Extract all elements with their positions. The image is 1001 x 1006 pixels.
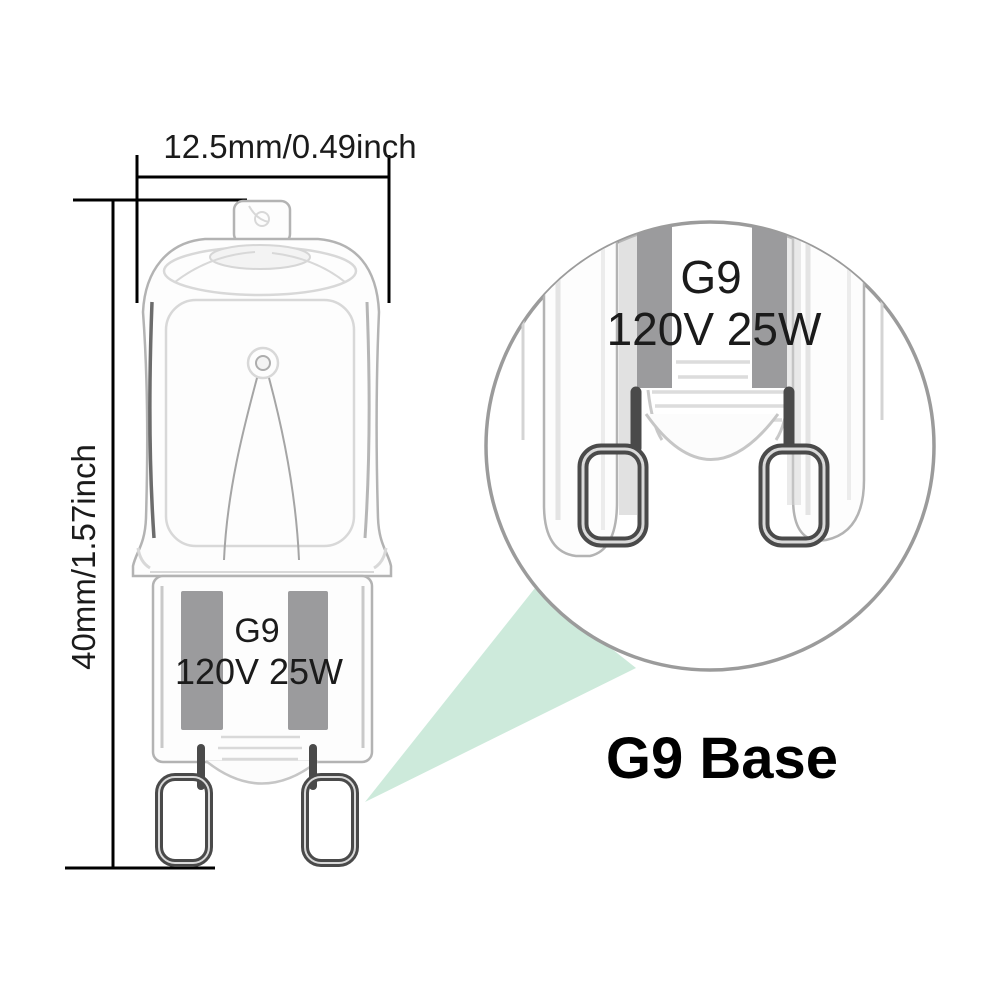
inset-marking-specs: 120V 25W: [607, 303, 822, 355]
width-dimension-label: 12.5mm/0.49inch: [163, 128, 416, 165]
pin-left: [155, 744, 213, 867]
pin-right: [301, 744, 359, 867]
inset-pin-left-loop-highlight: [581, 447, 645, 544]
height-dimension: 40mm/1.57inch: [65, 198, 247, 870]
inset-electrode-left: [637, 222, 672, 388]
capsule-inner-wall: [164, 298, 356, 548]
base-bottom-dome: [205, 760, 319, 785]
base-caption: G9 Base: [606, 726, 838, 791]
inset-content: G9 120V 25W: [521, 222, 884, 558]
capsule-edge-right: [363, 301, 371, 539]
dome-swirl-right: [271, 252, 346, 283]
bulb-capsule: [131, 237, 393, 578]
filament-dimple-inner: [255, 355, 271, 371]
bulb-marking-specs: 120V 25W: [175, 651, 343, 692]
flare-shadow-left: [136, 547, 151, 570]
inset-circle-group: G9 120V 25W: [484, 220, 936, 672]
bulb-tip-swirl: [248, 205, 270, 223]
filament-dimple-outer: [246, 346, 280, 380]
inset-electrode-right: [752, 222, 787, 388]
bulb-tip-nub: [232, 199, 292, 245]
width-dimension: 12.5mm/0.49inch: [135, 128, 417, 303]
filament-wire-right: [268, 377, 300, 561]
electrode-bar-right: [288, 591, 328, 730]
capsule-edge-left: [148, 301, 156, 539]
inset-marking-model: G9: [680, 251, 741, 303]
inset-tube-left: [542, 222, 619, 558]
bulb-illustration: G9 120V 25W: [131, 199, 393, 867]
dome-swirl-left: [174, 251, 256, 283]
dome-reflection-inner: [209, 244, 311, 270]
pin-left-loop-highlight: [158, 776, 210, 864]
inset-pin-right-loop-highlight: [762, 447, 826, 544]
zoom-beam-triangle: [365, 588, 636, 802]
filament-wire-left: [223, 377, 258, 561]
inset-bottom-dome: [644, 413, 780, 461]
flare-shadow-right: [373, 547, 388, 570]
bulb-marking-model: G9: [234, 612, 279, 650]
inset-pin-right: [758, 386, 830, 548]
pin-right-loop-highlight: [304, 776, 356, 864]
electrode-bar-left: [181, 591, 223, 730]
inset-pin-left: [577, 386, 649, 548]
bulb-tip-detail: [254, 211, 270, 227]
height-dimension-label: 40mm/1.57inch: [65, 444, 102, 670]
